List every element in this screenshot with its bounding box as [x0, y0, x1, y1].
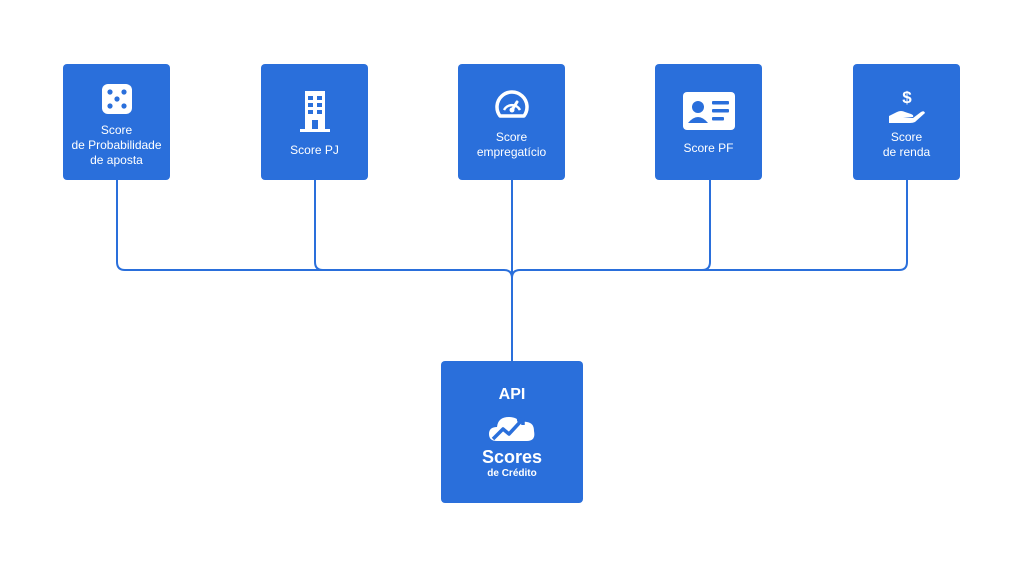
card-score-renda[interactable]: $ Score de renda — [853, 64, 960, 180]
card-score-pf[interactable]: Score PF — [655, 64, 762, 180]
card-label: Score PJ — [290, 142, 339, 157]
api-scores-box[interactable]: API Scores de Crédito — [441, 361, 583, 503]
connector-path — [701, 180, 711, 271]
card-label: Score PF — [683, 140, 734, 155]
api-title: API — [498, 385, 526, 403]
card-label: Score de renda — [882, 130, 931, 159]
connector-path — [314, 180, 324, 271]
svg-text:$: $ — [902, 88, 912, 107]
cloud-chart-icon — [489, 416, 535, 441]
dice-icon — [101, 83, 132, 114]
api-name: Scores — [481, 446, 543, 467]
card-label: Score de Probabilidade de aposta — [71, 122, 162, 167]
id-card-icon — [682, 91, 735, 130]
card-score-pj[interactable]: Score PJ — [261, 64, 368, 180]
hand-dollar-icon: $ — [888, 88, 925, 123]
card-label: Score empregatício — [476, 130, 547, 159]
api-subtitle: de Crédito — [487, 467, 537, 479]
gauge-icon — [494, 90, 529, 118]
card-score-aposta[interactable]: Score de Probabilidade de aposta — [63, 64, 170, 180]
building-icon — [299, 90, 330, 132]
card-score-empregaticio[interactable]: Score empregatício — [458, 64, 565, 180]
